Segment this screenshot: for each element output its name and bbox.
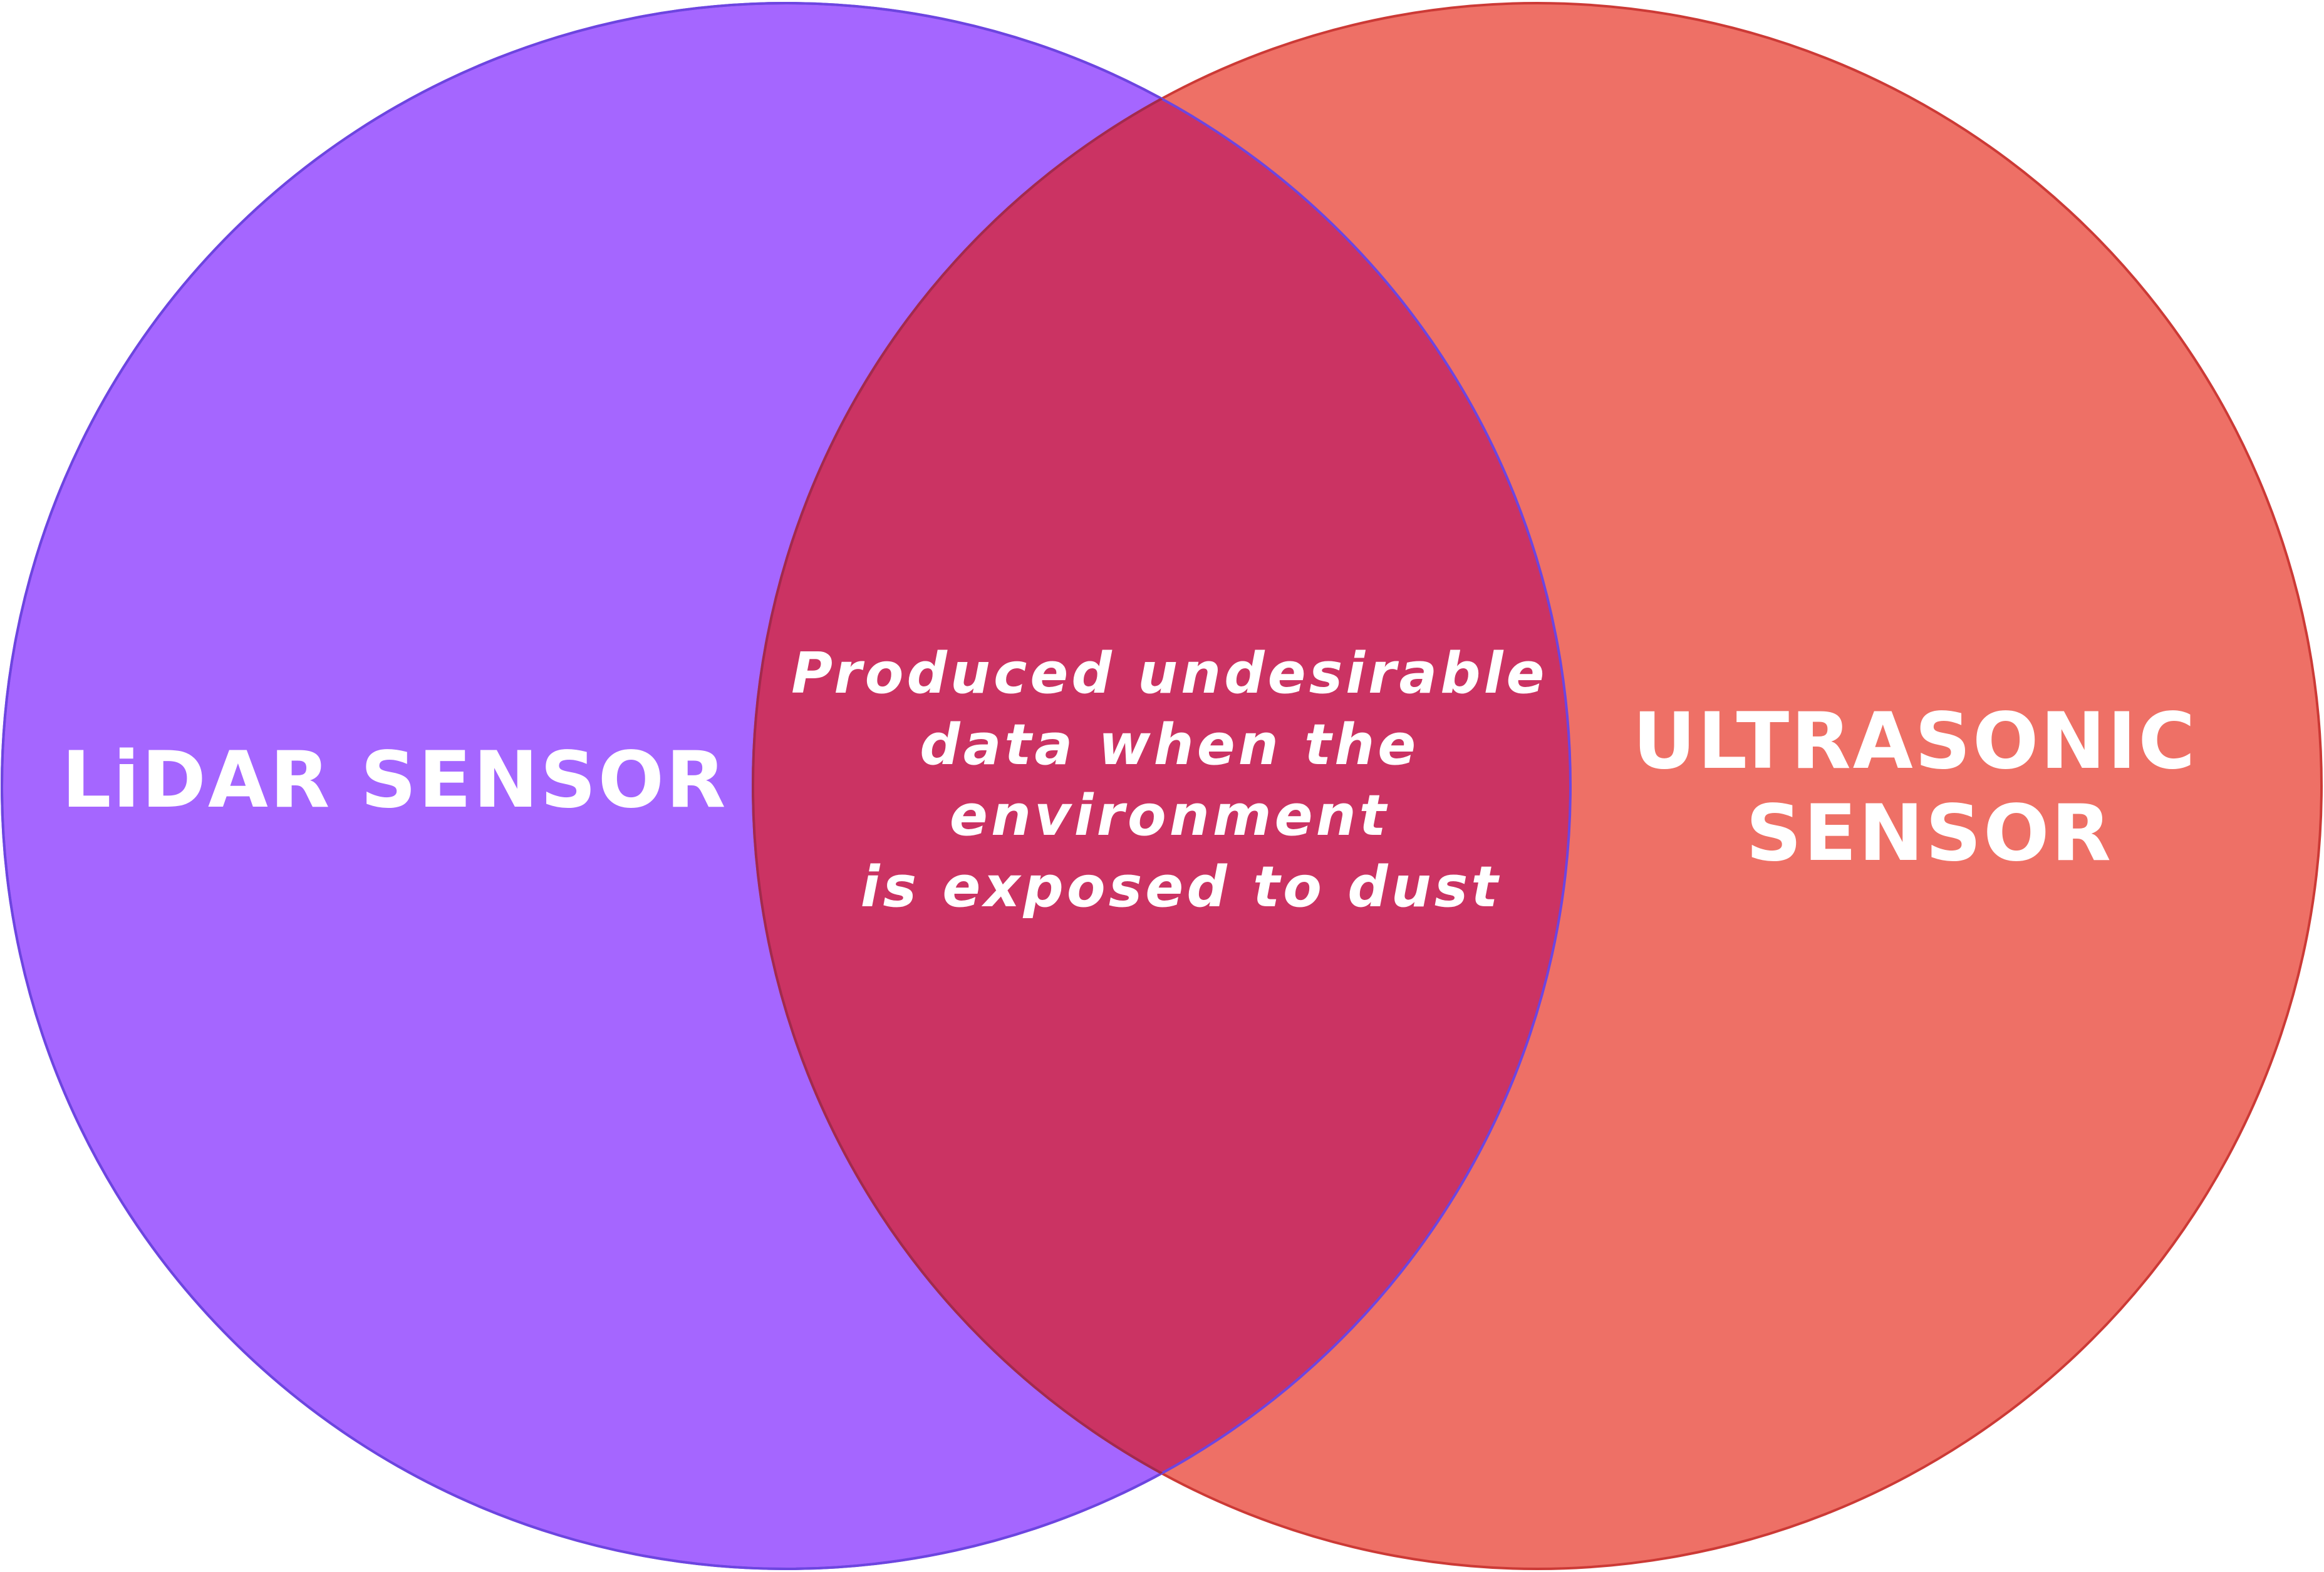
intersection-outline-right (752, 3, 1570, 1569)
intersection-region (753, 3, 1570, 1569)
lidar-sensor-label: LiDAR SENSOR (61, 735, 727, 825)
ultrasonic-sensor-label: ULTRASONIC SENSOR (1632, 696, 2226, 879)
intersection-outline-left (1, 2, 1572, 1570)
intersection-label: Produced undesirable data when the envir… (791, 641, 1570, 920)
